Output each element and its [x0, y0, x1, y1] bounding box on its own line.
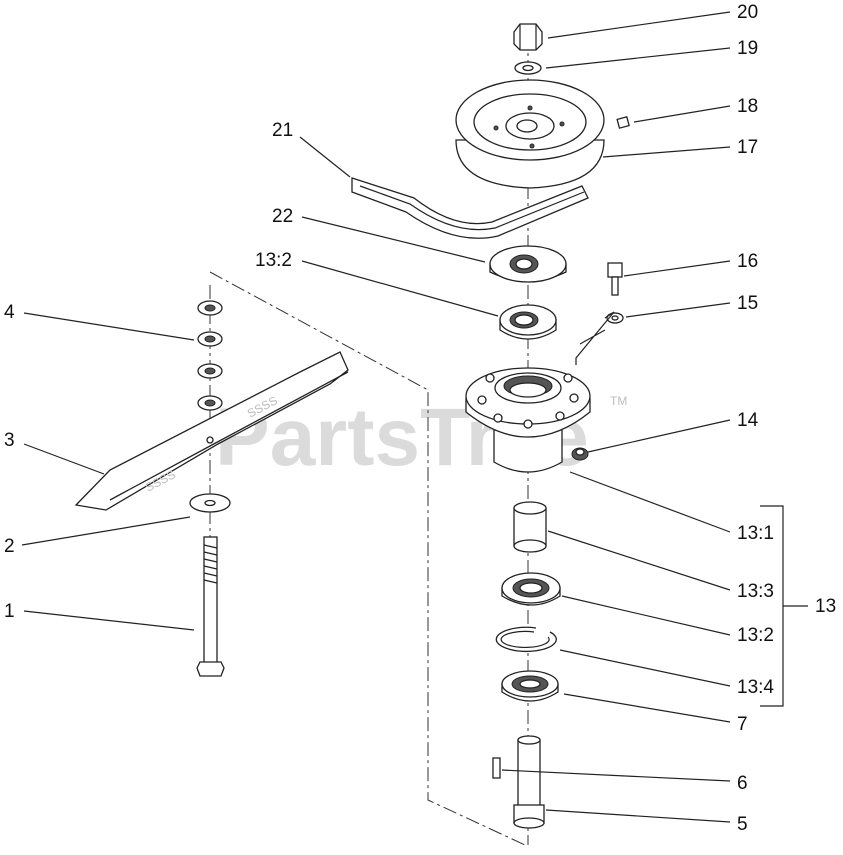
callout-13-4[interactable]: 13:4 [737, 677, 774, 698]
callout-21[interactable]: 21 [272, 120, 293, 141]
callout-15[interactable]: 15 [737, 293, 758, 314]
part-19-washer[interactable] [514, 61, 542, 75]
part-20-nut[interactable] [513, 23, 543, 51]
part-13-4-snap-ring[interactable] [495, 626, 557, 653]
callout-13-3[interactable]: 13:3 [737, 581, 774, 602]
part-13-3-spacer-tube[interactable] [513, 501, 547, 553]
callout-labels: 20 19 18 17 21 22 13:2 16 15 4 14 3 13:1… [4, 2, 836, 835]
part-13-2-lower-bearing[interactable] [501, 572, 561, 606]
part-21-belt[interactable] [351, 177, 589, 239]
callout-1[interactable]: 1 [4, 601, 15, 622]
callout-22[interactable]: 22 [272, 206, 293, 227]
part-14-nut[interactable] [571, 447, 589, 461]
callout-5[interactable]: 5 [737, 814, 748, 835]
part-5-spindle-shaft[interactable] [513, 735, 545, 829]
part-3-blade[interactable]: SSSS SSSS [74, 351, 349, 511]
callout-19[interactable]: 19 [737, 38, 758, 59]
callout-14[interactable]: 14 [737, 410, 759, 431]
callout-13[interactable]: 13 [815, 596, 836, 617]
part-16-bolt[interactable] [607, 262, 623, 296]
part-13-1-spindle-housing[interactable] [465, 367, 591, 473]
part-17-pulley[interactable] [455, 79, 605, 189]
leader-lines [21, 11, 808, 823]
part-1-bolt[interactable] [196, 536, 225, 677]
callout-13-1[interactable]: 13:1 [737, 523, 774, 544]
callout-20[interactable]: 20 [737, 2, 758, 23]
callout-17[interactable]: 17 [737, 137, 758, 158]
part-7-seal[interactable] [501, 670, 559, 702]
callout-4[interactable]: 4 [4, 302, 15, 323]
part-2-washer[interactable] [189, 493, 231, 513]
callout-6[interactable]: 6 [737, 773, 748, 794]
callout-2[interactable]: 2 [4, 536, 15, 557]
part-22-spacer[interactable] [489, 245, 567, 283]
part-4-washers[interactable] [197, 300, 223, 411]
callout-13-2-lower[interactable]: 13:2 [737, 625, 774, 646]
callout-7[interactable]: 7 [737, 714, 748, 735]
watermark-trademark: TM [610, 394, 627, 408]
part-13-2-upper-bearing[interactable] [499, 304, 557, 340]
part-18-grease-fitting[interactable] [616, 116, 630, 129]
callout-18[interactable]: 18 [737, 96, 758, 117]
callout-16[interactable]: 16 [737, 251, 758, 272]
callout-13-2-upper[interactable]: 13:2 [255, 250, 292, 271]
callout-3[interactable]: 3 [4, 430, 15, 451]
part-6-key[interactable] [492, 757, 501, 779]
